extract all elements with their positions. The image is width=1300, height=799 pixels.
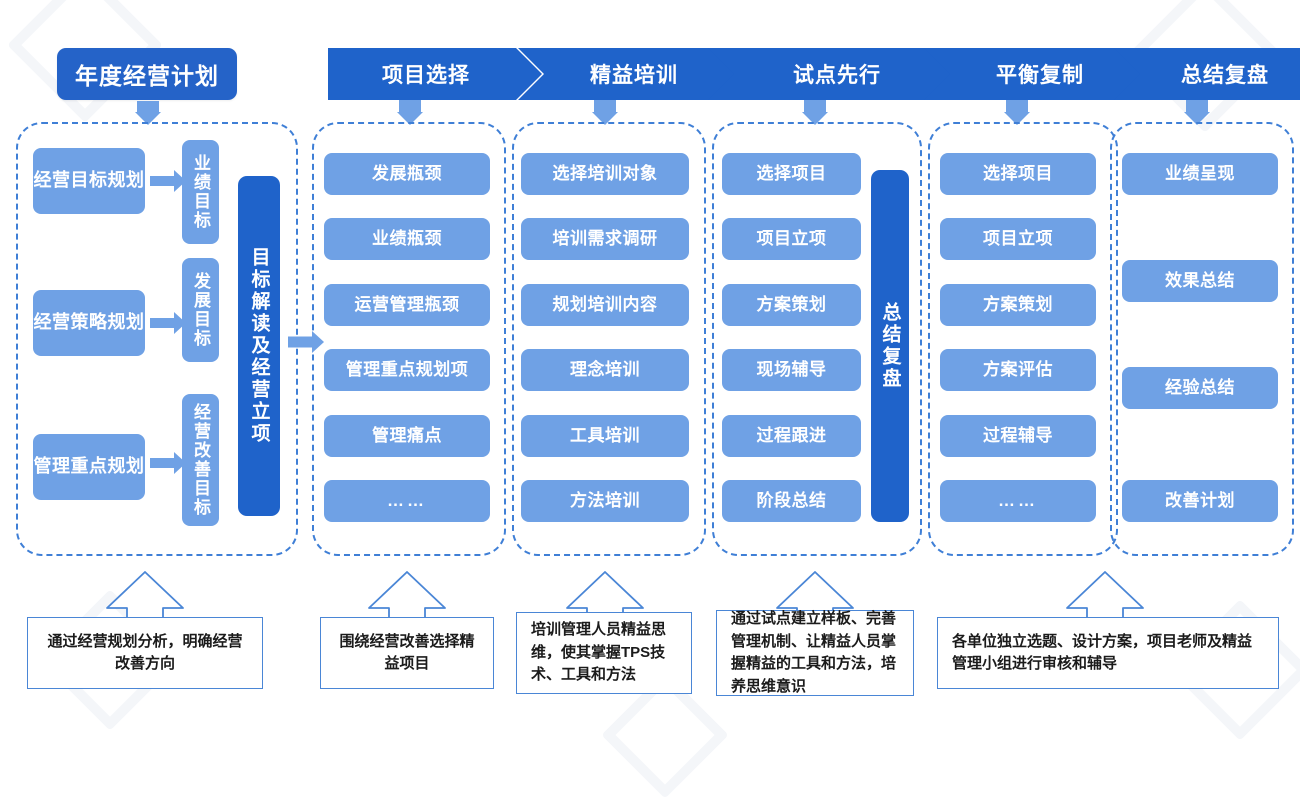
- phase-label: 试点先行: [793, 64, 881, 87]
- column6-item-1[interactable]: 效果总结: [1122, 260, 1278, 302]
- column4-item-1[interactable]: 项目立项: [722, 218, 861, 260]
- column3-item-0[interactable]: 选择培训对象: [521, 153, 689, 195]
- column6-item-0[interactable]: 业绩呈现: [1122, 153, 1278, 195]
- caption-up-arrow-icon-4: [1065, 570, 1145, 620]
- caption-box-4: 各单位独立选题、设计方案，项目老师及精益管理小组进行审核和辅导: [937, 617, 1279, 689]
- caption-box-2: 培训管理人员精益思维，使其掌握TPS技术、工具和方法: [516, 612, 692, 694]
- goal-box-1[interactable]: 发展目标: [182, 258, 219, 362]
- phase-label: 项目选择: [382, 64, 470, 87]
- column2-item-4[interactable]: 管理痛点: [324, 415, 490, 457]
- diagram-title: 年度经营计划: [57, 48, 237, 100]
- column3-item-2[interactable]: 规划培训内容: [521, 284, 689, 326]
- caption-up-arrow-icon-3: [775, 570, 855, 620]
- phase-banner-4[interactable]: 总结复盘: [1114, 48, 1300, 100]
- column4-item-5[interactable]: 阶段总结: [722, 480, 861, 522]
- caption-box-1: 围绕经营改善选择精益项目: [320, 617, 494, 689]
- panel-column-6: [1110, 122, 1294, 556]
- column3-item-3[interactable]: 理念培训: [521, 349, 689, 391]
- diagram-canvas: 年度经营计划 项目选择 精益培训 试点先行 平衡复制 总结复盘 经营目标规划: [7, 0, 1300, 799]
- caption-box-0: 通过经营规划分析，明确经营改善方向: [27, 617, 263, 689]
- phase-down-arrow-icon-3: [994, 100, 1040, 126]
- panel-column-3: [512, 122, 706, 556]
- column6-item-2[interactable]: 经验总结: [1122, 367, 1278, 409]
- phase-down-arrow-icon-2: [792, 100, 838, 126]
- column4-summary-bar[interactable]: 总结复盘: [871, 170, 909, 522]
- plan-box-0[interactable]: 经营目标规划: [33, 148, 145, 214]
- caption-up-arrow-icon-0: [105, 570, 185, 620]
- caption-up-arrow-icon-2: [565, 570, 645, 620]
- phase-down-arrow-icon-4: [1174, 100, 1220, 126]
- column4-item-3[interactable]: 现场辅导: [722, 349, 861, 391]
- column2-item-1[interactable]: 业绩瓶颈: [324, 218, 490, 260]
- column3-item-5[interactable]: 方法培训: [521, 480, 689, 522]
- plan-box-1[interactable]: 经营策略规划: [33, 290, 145, 356]
- phase-label: 平衡复制: [996, 64, 1084, 87]
- column5-item-1[interactable]: 项目立项: [940, 218, 1096, 260]
- column5-item-3[interactable]: 方案评估: [940, 349, 1096, 391]
- column2-item-2[interactable]: 运营管理瓶颈: [324, 284, 490, 326]
- phase-down-arrow-icon-1: [582, 100, 628, 126]
- column3-item-1[interactable]: 培训需求调研: [521, 218, 689, 260]
- column4-item-4[interactable]: 过程跟进: [722, 415, 861, 457]
- column4-item-0[interactable]: 选择项目: [722, 153, 861, 195]
- phase-banner-0[interactable]: 项目选择: [328, 48, 542, 100]
- phase-label: 总结复盘: [1181, 64, 1269, 87]
- column2-item-3[interactable]: 管理重点规划项: [324, 349, 490, 391]
- phase-banner-1[interactable]: 精益培训: [518, 48, 750, 100]
- phase-banner-2[interactable]: 试点先行: [708, 48, 966, 100]
- phase-label: 精益培训: [590, 64, 678, 87]
- plan-to-goal-arrow-icon-2: [150, 452, 186, 474]
- column4-item-2[interactable]: 方案策划: [722, 284, 861, 326]
- column5-item-5[interactable]: ……: [940, 480, 1096, 522]
- goal-box-2[interactable]: 经营改善目标: [182, 394, 219, 526]
- caption-box-3: 通过试点建立样板、完善管理机制、让精益人员掌握精益的工具和方法，培养思维意识: [716, 610, 914, 696]
- panel-column-5: [928, 122, 1118, 556]
- column5-item-0[interactable]: 选择项目: [940, 153, 1096, 195]
- panel-column-4: [712, 122, 922, 556]
- column2-item-0[interactable]: 发展瓶颈: [324, 153, 490, 195]
- plan-to-goal-arrow-icon-1: [150, 312, 186, 334]
- column5-item-4[interactable]: 过程辅导: [940, 415, 1096, 457]
- column6-item-3[interactable]: 改善计划: [1122, 480, 1278, 522]
- plan-to-goal-arrow-icon-0: [150, 170, 186, 192]
- phase-banner-3[interactable]: 平衡复制: [924, 48, 1156, 100]
- phase-down-arrow-icon-0: [387, 100, 433, 126]
- column5-item-2[interactable]: 方案策划: [940, 284, 1096, 326]
- column3-item-4[interactable]: 工具培训: [521, 415, 689, 457]
- title-down-arrow-icon: [125, 101, 171, 125]
- column2-item-5[interactable]: ……: [324, 480, 490, 522]
- caption-up-arrow-icon-1: [367, 570, 447, 620]
- column1-to-column2-arrow-icon: [288, 330, 324, 354]
- goal-box-0[interactable]: 业绩目标: [182, 140, 219, 244]
- column1-summary-bar[interactable]: 目标解读及经营立项: [238, 176, 280, 516]
- plan-box-2[interactable]: 管理重点规划: [33, 434, 145, 500]
